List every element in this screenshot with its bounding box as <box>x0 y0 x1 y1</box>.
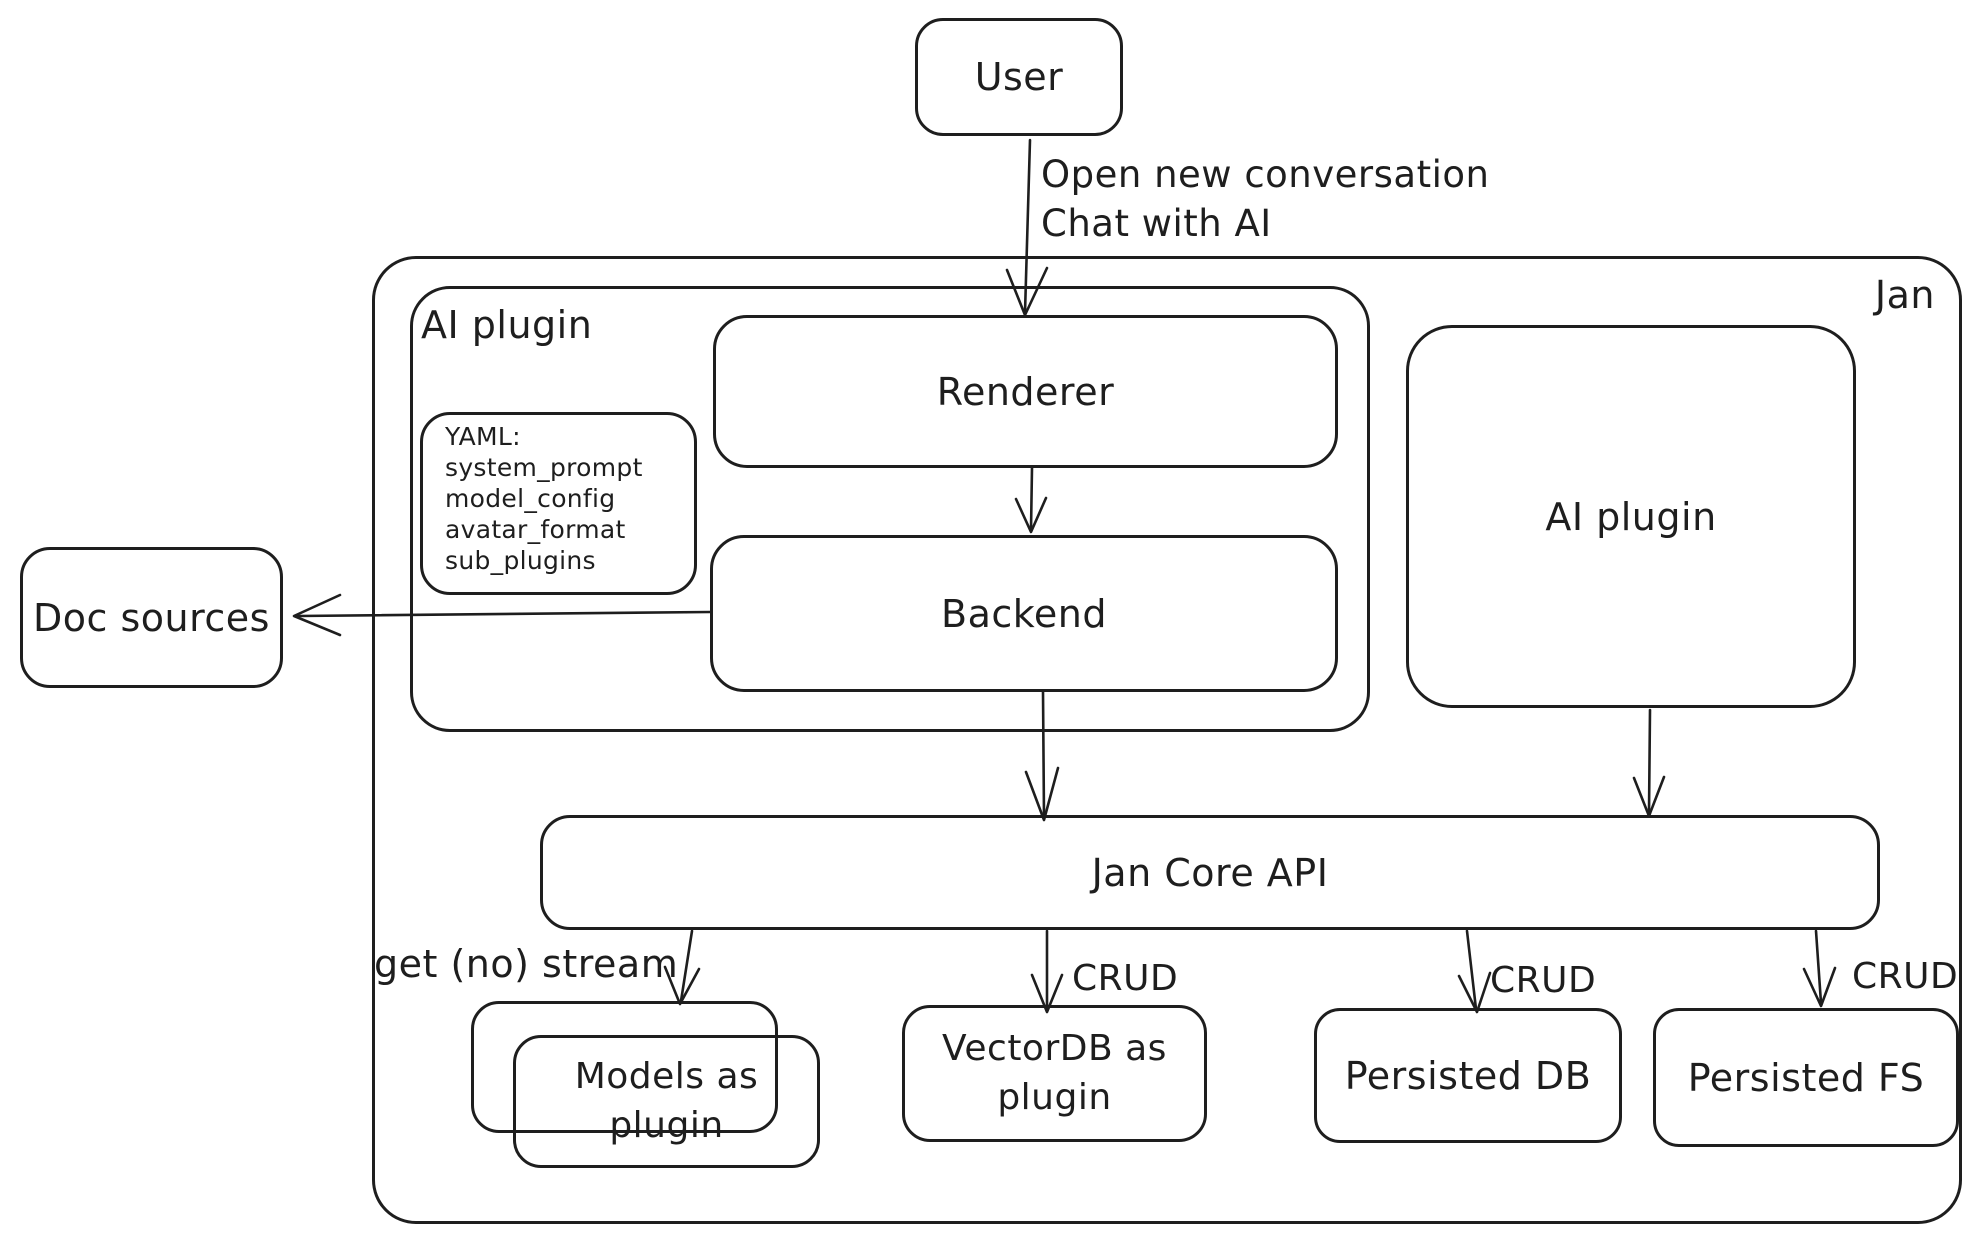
yaml-line: avatar_format <box>445 515 626 544</box>
persisted-fs-node[interactable]: Persisted FS <box>1653 1008 1959 1147</box>
doc-sources-node-label: Doc sources <box>33 595 270 640</box>
ai-plugin-group-node[interactable]: AI plugin <box>410 286 1370 732</box>
persisted-db-node-label: Persisted DB <box>1344 1053 1592 1098</box>
user-flow-label-line2: Chat with AI <box>1041 202 1272 245</box>
vectordb-label-line2: plugin <box>997 1076 1112 1118</box>
crud-label-persisted-fs[interactable]: CRUD <box>1852 956 1959 997</box>
crud-label-vectordb[interactable]: CRUD <box>1072 958 1179 999</box>
crud-label-persisted-db[interactable]: CRUD <box>1490 960 1597 1001</box>
models-as-plugin-outer-node[interactable] <box>471 1001 778 1133</box>
models-as-plugin-node[interactable]: Models as plugin <box>513 1035 820 1168</box>
vectordb-node-label: VectorDB as plugin <box>942 1025 1167 1122</box>
yaml-line: system_prompt <box>445 453 643 482</box>
persisted-db-node[interactable]: Persisted DB <box>1314 1008 1622 1143</box>
jan-container-node[interactable]: Jan <box>372 256 1962 1224</box>
models-as-plugin-label-line2: plugin <box>609 1104 724 1146</box>
user-flow-label[interactable]: Open new conversation Chat with AI <box>1041 150 1489 248</box>
backend-node-label: Backend <box>941 591 1107 636</box>
jan-core-api-node-label: Jan Core API <box>1091 850 1329 895</box>
models-as-plugin-label: Models as plugin <box>575 1053 759 1150</box>
persisted-fs-node-label: Persisted FS <box>1687 1055 1925 1100</box>
user-node-label: User <box>974 55 1064 99</box>
user-node[interactable]: User <box>915 18 1123 136</box>
ai-plugin-right-node-label: AI plugin <box>1545 494 1717 539</box>
models-as-plugin-label-line1: Models as <box>574 1055 759 1097</box>
vectordb-label-line1: VectorDB as <box>942 1027 1167 1069</box>
doc-sources-node[interactable]: Doc sources <box>20 547 283 688</box>
vectordb-node[interactable]: VectorDB as plugin <box>902 1005 1207 1142</box>
arrow-head <box>292 593 342 637</box>
user-flow-label-line1: Open new conversation <box>1041 153 1490 196</box>
jan-core-api-node[interactable]: Jan Core API <box>540 815 1880 930</box>
yaml-line: YAML: <box>445 422 521 451</box>
get-no-stream-label[interactable]: get (no) stream <box>374 942 679 986</box>
ai-plugin-right-node[interactable]: AI plugin <box>1406 325 1856 708</box>
renderer-node-label: Renderer <box>936 369 1115 414</box>
renderer-node[interactable]: Renderer <box>713 315 1338 468</box>
ai-plugin-group-label: AI plugin <box>421 303 593 347</box>
yaml-note-node[interactable]: YAML: system_prompt model_config avatar_… <box>420 412 697 595</box>
yaml-line: model_config <box>445 484 616 513</box>
jan-container-label: Jan <box>1874 273 1935 317</box>
backend-node[interactable]: Backend <box>710 535 1338 692</box>
yaml-line: sub_plugins <box>445 546 596 575</box>
yaml-note-text: YAML: system_prompt model_config avatar_… <box>445 421 643 576</box>
